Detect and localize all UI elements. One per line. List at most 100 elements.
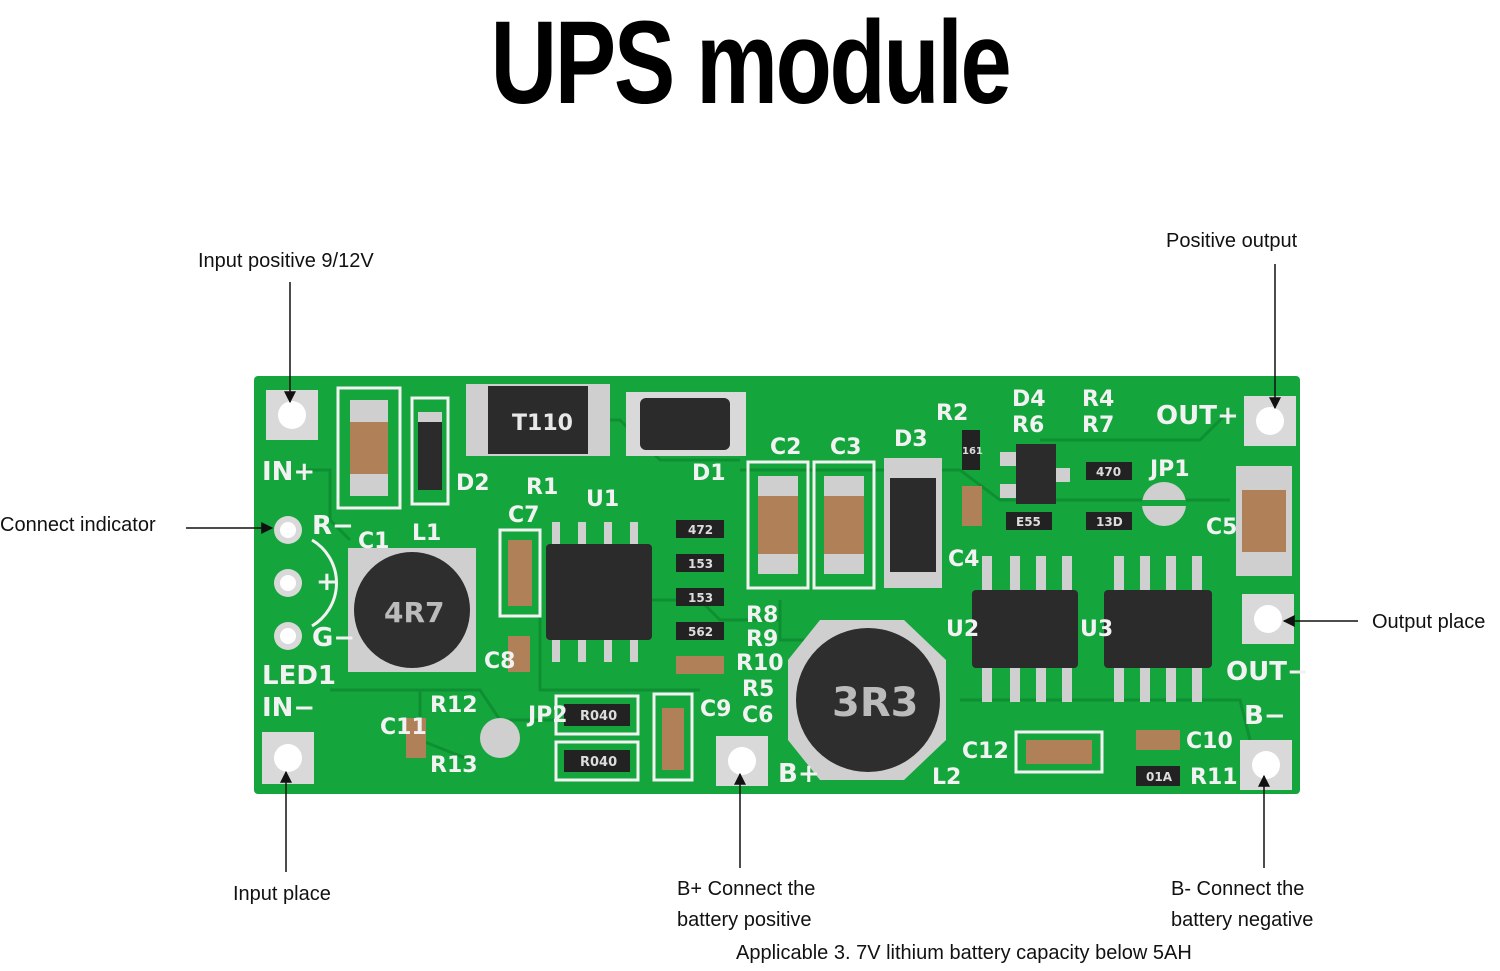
silk-r11: R11 bbox=[1190, 765, 1238, 790]
silk-r8: R8 bbox=[746, 603, 778, 628]
silk-d3: D3 bbox=[894, 427, 928, 452]
silk-plus: + bbox=[316, 567, 338, 597]
pcb-traces bbox=[300, 408, 1252, 762]
marking-13d: 13D bbox=[1096, 515, 1123, 529]
shunt-r13 bbox=[554, 740, 640, 782]
silk-c3: C3 bbox=[830, 435, 861, 460]
silk-c12: C12 bbox=[962, 739, 1009, 764]
silk-r13: R13 bbox=[430, 753, 478, 778]
pad-in-plus bbox=[266, 390, 318, 440]
resistor-13d bbox=[1086, 512, 1132, 530]
silk-r6: R6 bbox=[1012, 413, 1044, 438]
silk-g-minus: G− bbox=[312, 623, 355, 653]
callout-b-minus-line2: battery negative bbox=[1171, 909, 1314, 931]
pad-in-minus bbox=[262, 732, 314, 784]
capacitor-c9 bbox=[652, 692, 694, 782]
callout-connect-indicator: Connect indicator bbox=[0, 514, 156, 536]
diode-d1 bbox=[626, 392, 746, 456]
capacitor-c5 bbox=[1236, 466, 1292, 576]
silk-c4: C4 bbox=[948, 547, 979, 572]
callout-b-plus-line2: battery positive bbox=[677, 909, 812, 931]
silk-c2: C2 bbox=[770, 435, 801, 460]
silk-l1: L1 bbox=[412, 521, 441, 546]
marking-4r7: 4R7 bbox=[384, 596, 445, 629]
inductor-l2 bbox=[788, 620, 946, 780]
resistor-r2 bbox=[962, 430, 980, 470]
marking-161: 161 bbox=[962, 446, 983, 457]
silk-c11: C11 bbox=[380, 715, 427, 740]
silk-b-minus: B− bbox=[1244, 701, 1286, 731]
led-header bbox=[274, 516, 338, 650]
silk-in-minus: IN− bbox=[262, 693, 315, 723]
silk-r4: R4 bbox=[1082, 387, 1114, 412]
capacitor-c8 bbox=[508, 636, 530, 672]
silk-c9: C9 bbox=[700, 697, 731, 722]
diode-d2 bbox=[410, 396, 450, 506]
jumper-jp2 bbox=[480, 718, 520, 758]
capacitor-c12 bbox=[1014, 730, 1104, 774]
marking-01a: 01A bbox=[1146, 770, 1173, 784]
silk-led1: LED1 bbox=[262, 661, 336, 691]
capacitor-c11 bbox=[406, 718, 426, 758]
callout-b-plus-line1: B+ Connect the bbox=[677, 878, 816, 900]
capacitor-c7 bbox=[498, 528, 542, 618]
silk-c6: C6 bbox=[742, 703, 773, 728]
jumper-jp1 bbox=[1142, 482, 1186, 526]
silk-d1: D1 bbox=[692, 461, 726, 486]
capacitor-c3 bbox=[812, 460, 876, 590]
silk-r7: R7 bbox=[1082, 413, 1114, 438]
page-title: UPS module bbox=[490, 0, 1012, 129]
silk-c1: C1 bbox=[358, 529, 389, 554]
silk-jp2: JP2 bbox=[526, 703, 568, 728]
marking-e55: E55 bbox=[1016, 515, 1041, 529]
silk-u1: U1 bbox=[586, 487, 619, 512]
silk-jp1: JP1 bbox=[1148, 457, 1190, 482]
silk-r12: R12 bbox=[430, 693, 478, 718]
capacitor-c4 bbox=[962, 486, 982, 526]
transistor-d4 bbox=[1000, 444, 1070, 504]
resistor-470 bbox=[1086, 462, 1132, 480]
diode-d3 bbox=[884, 458, 942, 588]
silk-r10: R10 bbox=[736, 651, 784, 676]
callout-input-place: Input place bbox=[233, 883, 331, 905]
resistor-e55 bbox=[1006, 512, 1052, 530]
marking-562: 562 bbox=[688, 625, 713, 639]
silk-d2: D2 bbox=[456, 471, 490, 496]
silk-in-plus: IN+ bbox=[262, 457, 315, 487]
silk-l2: L2 bbox=[932, 765, 961, 790]
callout-output-place: Output place bbox=[1372, 611, 1486, 633]
silk-r1: R1 bbox=[526, 475, 558, 500]
resistor-r10 bbox=[676, 656, 724, 674]
resistor-153a bbox=[676, 554, 724, 572]
ic-u3 bbox=[1104, 556, 1212, 702]
callout-b-minus: B- Connect the battery negative bbox=[1171, 874, 1313, 936]
pad-out-plus bbox=[1244, 396, 1296, 446]
marking-3r3: 3R3 bbox=[832, 680, 918, 726]
capacitor-c10 bbox=[1136, 730, 1180, 750]
ic-u2 bbox=[972, 556, 1078, 702]
ic-u1 bbox=[546, 522, 652, 662]
silk-c5: C5 bbox=[1206, 515, 1237, 540]
marking-153b: 153 bbox=[688, 591, 713, 605]
pad-out-minus bbox=[1242, 594, 1294, 644]
silk-out-minus: OUT− bbox=[1226, 657, 1309, 687]
silk-c10: C10 bbox=[1186, 729, 1233, 754]
silk-b-plus: B+ bbox=[778, 759, 820, 789]
marking-470: 470 bbox=[1096, 465, 1121, 479]
diode-t110 bbox=[466, 384, 610, 456]
pad-b-minus bbox=[1240, 740, 1292, 790]
marking-472: 472 bbox=[688, 523, 713, 537]
callout-positive-output: Positive output bbox=[1166, 230, 1298, 252]
inductor-l1 bbox=[348, 548, 476, 672]
silk-u3: U3 bbox=[1080, 617, 1113, 642]
callout-b-minus-line1: B- Connect the bbox=[1171, 878, 1305, 900]
resistor-562 bbox=[676, 622, 724, 640]
marking-t110: T110 bbox=[512, 411, 573, 436]
callout-b-plus: B+ Connect the battery positive bbox=[677, 874, 815, 936]
capacitor-c2 bbox=[746, 460, 810, 590]
marking-r040b: R040 bbox=[580, 755, 617, 770]
silk-r5: R5 bbox=[742, 677, 774, 702]
silk-r9: R9 bbox=[746, 627, 778, 652]
